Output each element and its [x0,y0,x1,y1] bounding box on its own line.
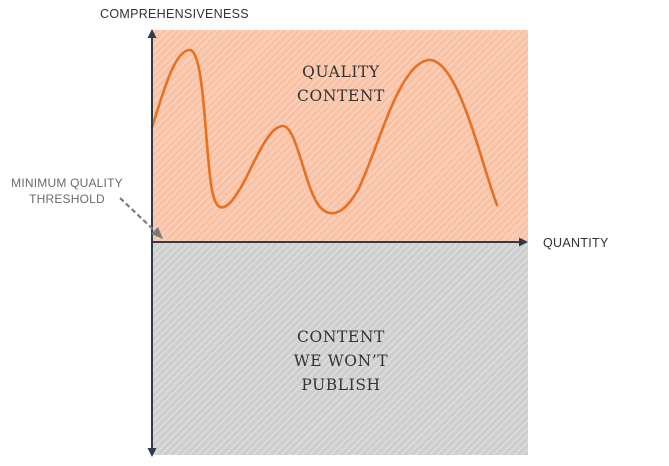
rejected-region-label-line3: PUBLISH [301,376,380,394]
threshold-arrowhead [151,227,163,239]
y-axis-label: COMPREHENSIVENESS [100,7,249,21]
quality-region-label-line1: QUALITY [302,63,380,81]
rejected-content-region [152,242,528,455]
quality-region-label-line2: CONTENT [297,87,385,105]
threshold-label-line1: MINIMUM QUALITY [11,176,123,190]
quality-curve [150,48,499,215]
threshold-label-line2: THRESHOLD [29,192,105,206]
y-axis-bottom-arrowhead [147,448,157,457]
x-axis-arrowhead [519,237,528,247]
quality-content-region [152,30,528,242]
y-axis-top-arrowhead [147,29,157,38]
x-axis-label: QUANTITY [543,236,609,250]
rejected-region-label-line1: CONTENT [297,328,385,346]
threshold-arrow [119,197,158,234]
rejected-region-label-line2: WE WON’T [294,352,389,370]
